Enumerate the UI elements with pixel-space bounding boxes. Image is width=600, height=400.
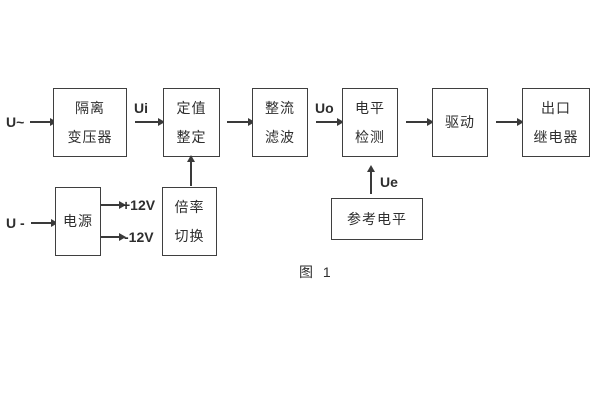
- dc-input-label: U -: [6, 215, 25, 231]
- block-ratio-switch-line1: 倍率: [174, 198, 205, 215]
- block-setting-adjust-line2: 整定: [176, 128, 207, 145]
- signal-ui-label: Ui: [134, 100, 148, 116]
- arrow-rectifier-to-level: [316, 121, 338, 123]
- block-output-relay-line2: 继电器: [533, 128, 579, 145]
- block-rectifier-filter-line1: 整流: [265, 99, 295, 116]
- arrow-dc-to-power: [31, 222, 52, 224]
- arrow-ac-to-transformer: [30, 121, 51, 123]
- block-ratio-switch-line2: 切换: [174, 227, 205, 244]
- block-ratio-switch: 倍率 切换: [162, 187, 217, 256]
- block-level-detect-line2: 检测: [355, 128, 385, 145]
- block-level-detect-line1: 电平: [355, 99, 385, 116]
- block-setting-adjust: 定值 整定: [163, 88, 220, 157]
- block-rectifier-filter: 整流 滤波: [252, 88, 308, 157]
- block-level-detect: 电平 检测: [342, 88, 398, 157]
- block-isolation-transformer-line1: 隔离: [75, 99, 105, 116]
- arrow-level-to-driver: [406, 121, 428, 123]
- minus12v-label: -12V: [124, 229, 154, 245]
- block-driver-label: 驱动: [445, 114, 475, 130]
- ac-input-label: U~: [6, 114, 25, 130]
- figure-caption: 图 1: [299, 264, 334, 280]
- block-power-supply: 电源: [55, 187, 101, 256]
- block-isolation-transformer: 隔离 变压器: [53, 88, 127, 157]
- block-power-supply-label: 电源: [63, 213, 93, 229]
- arrow-driver-to-relay: [496, 121, 518, 123]
- arrow-power-plus12v: [101, 204, 120, 206]
- arrow-reference-to-level: [370, 171, 372, 194]
- arrow-transformer-to-setting: [135, 121, 159, 123]
- arrow-ratio-to-setting: [190, 161, 192, 186]
- block-reference-level-label: 参考电平: [347, 210, 407, 227]
- signal-ue-label: Ue: [380, 174, 398, 190]
- signal-uo-label: Uo: [315, 100, 334, 116]
- block-output-relay: 出口 继电器: [522, 88, 590, 157]
- arrow-power-minus12v: [101, 236, 120, 238]
- block-reference-level: 参考电平: [331, 198, 423, 240]
- plus12v-label: +12V: [122, 197, 156, 213]
- block-rectifier-filter-line2: 滤波: [265, 128, 295, 145]
- block-setting-adjust-line1: 定值: [176, 99, 207, 116]
- block-isolation-transformer-line2: 变压器: [67, 128, 113, 145]
- block-driver: 驱动: [432, 88, 488, 157]
- arrow-setting-to-rectifier: [227, 121, 249, 123]
- block-output-relay-line1: 出口: [541, 99, 571, 116]
